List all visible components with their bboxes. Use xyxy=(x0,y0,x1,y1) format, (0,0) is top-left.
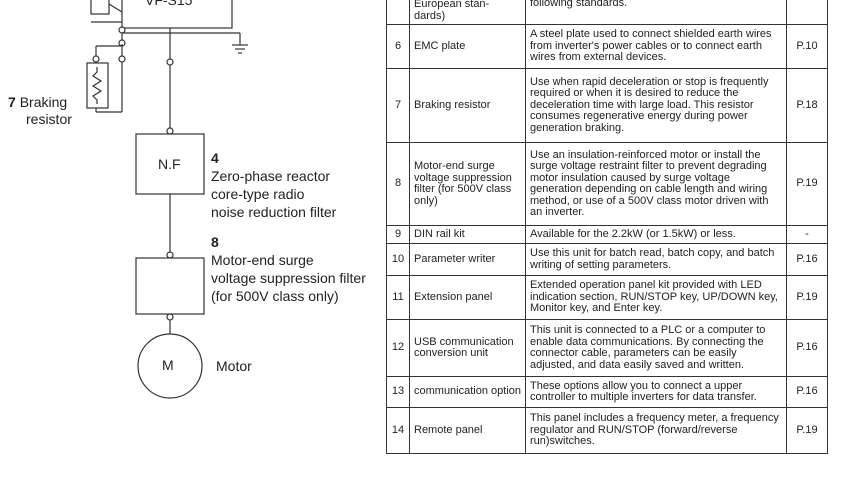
wiring-lines xyxy=(86,0,248,399)
row-name: communication option xyxy=(409,376,526,408)
table-row: 9 DIN rail kit Available for the 2.2kW (… xyxy=(386,225,828,244)
row-name: Extension panel xyxy=(409,275,526,320)
row-description: Extended operation panel kit provided wi… xyxy=(525,275,787,320)
noise-filter-line1: Zero-phase reactor xyxy=(211,168,331,184)
inverter-label: VF-S15 xyxy=(145,0,193,8)
row-name: DIN rail kit xyxy=(409,225,526,244)
row-description: Use an insulation-reinforced motor or in… xyxy=(525,142,787,226)
motor-symbol-label: M xyxy=(162,357,174,373)
row-page: P.19 xyxy=(786,142,828,226)
inverter-box xyxy=(121,0,233,29)
row-description: Available for the 2.2kW (or 1.5kW) or le… xyxy=(525,225,787,244)
table-row: 13 communication option These options al… xyxy=(386,376,828,408)
row-page: P.19 xyxy=(786,407,828,454)
table-row: 12 USB communication conversion unit Thi… xyxy=(386,319,828,377)
row-page: P.16 xyxy=(786,376,828,408)
noise-filter-line2: core-type radio xyxy=(211,186,305,202)
row-description: A steel plate used to connect shielded e… xyxy=(525,24,787,69)
table-row: 10 Parameter writer Use this unit for ba… xyxy=(386,243,828,276)
table-row: 8 Motor-end surge voltage suppression fi… xyxy=(386,142,828,226)
row-number: 12 xyxy=(386,319,410,377)
table-row: 6 EMC plate A steel plate used to connec… xyxy=(386,24,828,69)
motor-symbol xyxy=(137,333,203,399)
motor-label: Motor xyxy=(216,358,252,374)
table-row: 14 Remote panel This panel includes a fr… xyxy=(386,407,828,454)
noise-filter-line3: noise reduction filter xyxy=(211,204,337,220)
row-page: P.18 xyxy=(786,68,828,143)
row-description: Use this unit for batch read, batch copy… xyxy=(525,243,787,276)
surge-filter-number: 8 xyxy=(211,234,219,250)
braking-resistor-label-line2: resistor xyxy=(26,111,72,127)
row-name: USB communication conversion unit xyxy=(409,319,526,377)
row-number: 14 xyxy=(386,407,410,454)
row-name: Remote panel xyxy=(409,407,526,454)
table-row: European stan- dards) following standard… xyxy=(386,0,828,25)
table-row: 7 Braking resistor Use when rapid decele… xyxy=(386,68,828,143)
row-number: 11 xyxy=(386,275,410,320)
row-name: Parameter writer xyxy=(409,243,526,276)
braking-resistor-box xyxy=(86,62,109,109)
options-table: European stan- dards) following standard… xyxy=(386,0,828,454)
row-number: 7 xyxy=(386,68,410,143)
row-name: EMC plate xyxy=(409,24,526,69)
surge-filter-line3: (for 500V class only) xyxy=(211,288,339,304)
row-name: European stan- dards) xyxy=(409,0,526,25)
noise-filter-box-label: N.F xyxy=(158,156,181,172)
row-name: Braking resistor xyxy=(409,68,526,143)
row-number: 6 xyxy=(386,24,410,69)
row-page: - xyxy=(786,225,828,244)
row-page: P.16 xyxy=(786,243,828,276)
row-number: 9 xyxy=(386,225,410,244)
row-description: These options allow you to connect a upp… xyxy=(525,376,787,408)
surge-filter-line1: Motor-end surge xyxy=(211,252,314,268)
row-description: Use when rapid deceleration or stop is f… xyxy=(525,68,787,143)
row-description: This panel includes a frequency meter, a… xyxy=(525,407,787,454)
surge-filter-line2: voltage suppression filter xyxy=(211,270,366,286)
row-page: P.19 xyxy=(786,275,828,320)
row-name: Motor-end surge voltage suppression filt… xyxy=(409,142,526,226)
row-number: 10 xyxy=(386,243,410,276)
row-number: 8 xyxy=(386,142,410,226)
row-page: P.16 xyxy=(786,319,828,377)
wiring-diagram: VF-S15 7 Braking resistor N.F 4 Zero-pha… xyxy=(0,0,385,503)
braking-resistor-number: 7 xyxy=(8,94,16,110)
table-row: 11 Extension panel Extended operation pa… xyxy=(386,275,828,320)
surge-filter-box xyxy=(135,257,205,315)
row-number: 13 xyxy=(386,376,410,408)
braking-resistor-label: 7 Braking xyxy=(8,94,68,110)
row-page: P.10 xyxy=(786,24,828,69)
row-description: following standards. xyxy=(525,0,787,25)
row-description: This unit is connected to a PLC or a com… xyxy=(525,319,787,377)
noise-filter-number: 4 xyxy=(211,150,219,166)
